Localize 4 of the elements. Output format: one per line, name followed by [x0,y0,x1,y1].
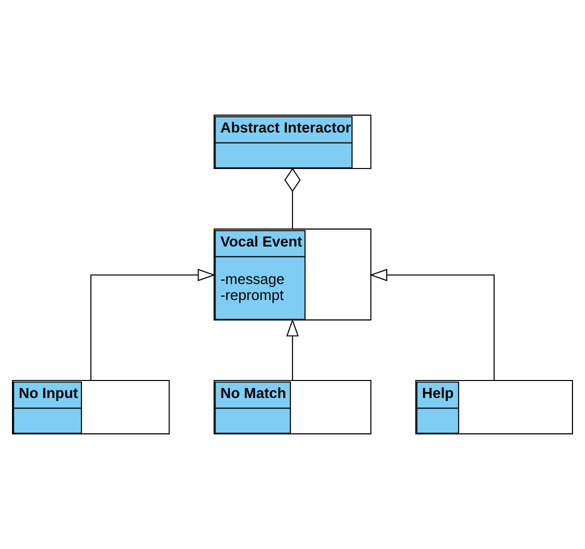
connector [284,168,301,229]
arrow [369,268,495,380]
arrow [90,268,216,380]
arrow [286,318,299,380]
